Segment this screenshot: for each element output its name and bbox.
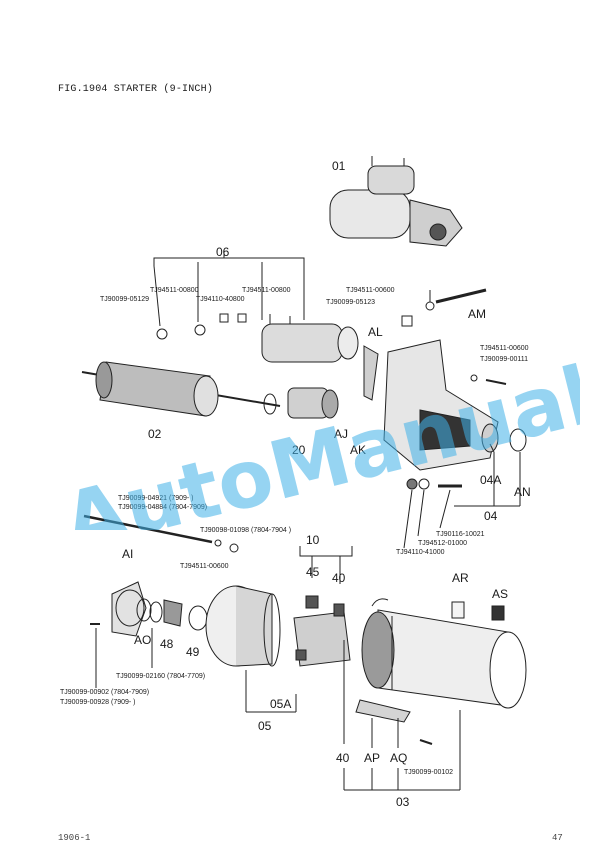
washer-drawing [156, 328, 168, 340]
callout-10: 10 [306, 533, 320, 547]
part-number: TJ90099-05129 [100, 296, 149, 303]
figure-title: FIG.1904 STARTER (9-INCH) [58, 84, 214, 95]
callout-45: 45 [306, 565, 320, 579]
shift-lever-drawing [363, 345, 379, 401]
callout-ak: AK [350, 443, 366, 457]
page-number: 47 [552, 833, 563, 843]
callout-02: 02 [148, 427, 162, 441]
part-number: TJ94511-00800 [150, 287, 199, 294]
part-number: TJ90099-04884 (7804-7909) [118, 504, 207, 511]
callout-06: 06 [216, 245, 230, 259]
part-number: TJ94110-41000 [396, 549, 445, 556]
part-number: TJ90099-00111 [480, 356, 528, 363]
part-number: TJ90099-00102 [404, 769, 453, 776]
callout-labels: 01 06 AM AL 02 20 AJ AK 04A AN 04 AI AO … [122, 159, 531, 809]
part-number: TJ94511-00600 [346, 287, 395, 294]
part-number: TJ90099-04921 (7909- ) [118, 495, 194, 502]
callout-04: 04 [484, 509, 498, 523]
callout-am: AM [468, 307, 486, 321]
washer-an-drawing [509, 428, 527, 452]
starter-assembly-drawing [329, 156, 463, 247]
callout-49: 49 [186, 645, 200, 659]
drive-pinion-drawing [263, 387, 339, 419]
solenoid-drawing [261, 314, 359, 363]
part-number: TJ90099-00928 (7909- ) [60, 699, 136, 706]
bolt-am-drawing [435, 288, 487, 304]
callout-al: AL [368, 325, 383, 339]
part-number: TJ94511-00600 [180, 563, 229, 570]
part-number: TJ90116-10021 [436, 531, 485, 538]
part-number: TJ94511-00600 [480, 345, 529, 352]
callout-05: 05 [258, 719, 272, 733]
callout-03: 03 [396, 795, 410, 809]
end-cover-drawing [111, 581, 183, 637]
callout-ap: AP [364, 751, 380, 765]
callout-40-lower: 40 [336, 751, 350, 765]
part-number: TJ94110-40800 [196, 296, 245, 303]
callout-aj: AJ [334, 427, 348, 441]
callout-40-upper: 40 [332, 571, 346, 585]
commutator-end-frame-drawing [205, 585, 281, 667]
part-number: TJ90099-05123 [326, 299, 375, 306]
part-number: TJ90098-01098 (7804-7904 ) [200, 527, 291, 534]
callout-20: 20 [292, 443, 306, 457]
callout-04a: 04A [480, 473, 501, 487]
callout-05a: 05A [270, 697, 291, 711]
callout-an: AN [514, 485, 531, 499]
callout-ao: AO [134, 633, 151, 647]
o-ring-drawing [188, 605, 208, 631]
through-bolt-drawing [83, 514, 213, 544]
part-number: TJ94512-01000 [418, 540, 467, 547]
callout-ai: AI [122, 547, 133, 561]
yoke-field-coil-drawing [361, 609, 527, 709]
page-code: 1906-1 [58, 833, 91, 843]
callout-as: AS [492, 587, 508, 601]
callout-ar: AR [452, 571, 469, 585]
callout-01: 01 [332, 159, 346, 173]
brush-holder-drawing [293, 595, 351, 667]
part-number: TJ94511-00800 [242, 287, 291, 294]
part-number-labels: TJ94511-00800 TJ94511-00800 TJ90099-0512… [60, 287, 529, 776]
drive-housing-drawing [383, 339, 499, 471]
callout-48: 48 [160, 637, 174, 651]
armature-drawing [81, 361, 281, 417]
callout-aq: AQ [390, 751, 407, 765]
part-number: TJ90099-02160 (7804-7709) [116, 673, 205, 680]
part-number: TJ90099-00902 (7804-7909) [60, 689, 149, 696]
